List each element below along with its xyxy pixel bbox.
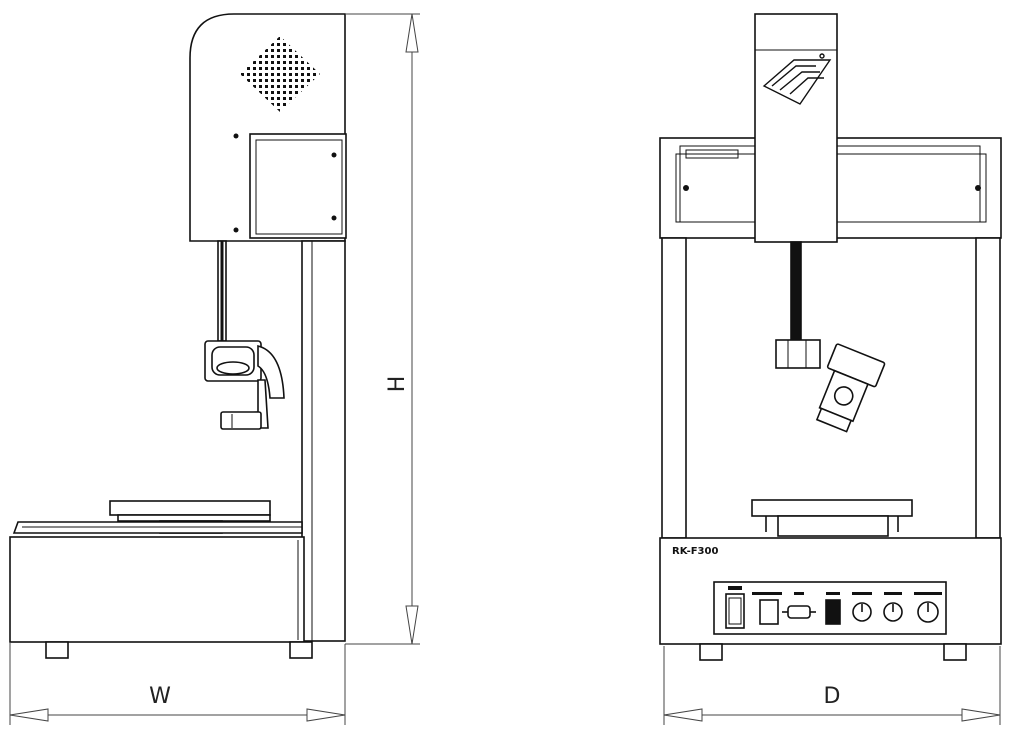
front-carriage	[754, 13, 838, 243]
front-tool-head	[775, 339, 886, 433]
depth-label: D	[824, 684, 841, 709]
start-button	[759, 599, 779, 625]
usb-port	[825, 599, 841, 625]
side-column	[301, 240, 346, 642]
height-label: H	[385, 376, 410, 393]
front-left-post	[661, 237, 687, 539]
side-foot-right	[289, 641, 313, 659]
side-work-table	[12, 500, 303, 534]
side-view	[9, 13, 347, 659]
front-foot-right	[943, 643, 967, 661]
power-switch	[725, 593, 745, 629]
front-work-table	[751, 499, 913, 537]
side-tool-head	[204, 340, 285, 430]
front-z-rod	[790, 241, 802, 343]
width-dimension	[9, 642, 346, 725]
side-head-panel	[249, 133, 347, 239]
side-base	[9, 536, 305, 643]
serial-port-icon	[782, 605, 816, 619]
width-label: W	[149, 684, 171, 709]
depth-dimension	[663, 646, 1001, 725]
height-dimension	[345, 13, 420, 645]
vent-grille-icon	[240, 36, 320, 112]
front-view	[659, 13, 1002, 661]
side-foot-left	[45, 641, 69, 659]
brand-logo-icon	[762, 53, 832, 105]
model-label: RK-F300	[672, 546, 718, 557]
front-foot-left	[699, 643, 723, 661]
front-right-post	[975, 237, 1001, 539]
